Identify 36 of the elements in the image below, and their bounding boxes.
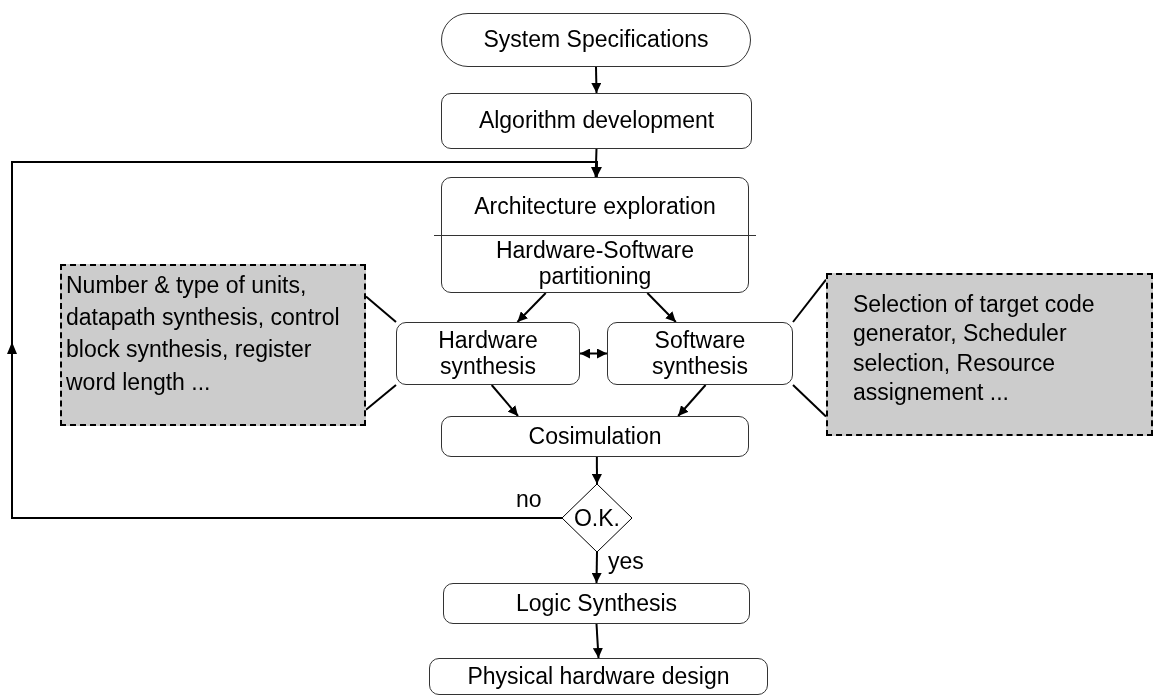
connector-line [365,295,397,323]
process-box [441,416,749,457]
arrow [592,623,603,659]
box-text: Hardware-Software partitioning [434,234,756,292]
note-text: Selection of target code generator, Scheduler selection, Resource assignement ... [853,290,1096,408]
arrow [516,292,547,323]
box-label: Software synthesis [651,328,749,379]
box-label: Algorithm development [478,108,715,134]
connector-line [792,384,827,418]
box-heading: Architecture exploration [473,191,717,221]
note-text: Number & type of units, datapath synthesis, control block synthesis, register word length ... [66,271,341,397]
process-box [429,658,768,695]
box-label: Physical hardware design [467,663,730,690]
arrow [11,161,602,519]
decision-diamond [562,484,632,552]
connector-line [792,278,827,323]
note-box [826,273,1153,436]
box-label: Hardware synthesis [437,328,539,379]
connector-line [365,384,397,411]
terminal-box [441,13,751,67]
process-box [441,93,752,149]
box-label: System Specifications [483,27,709,53]
arrow [591,456,602,485]
process-box [607,322,793,385]
arrow [677,384,707,417]
arrow [646,292,677,323]
process-box [443,583,750,624]
box-label: Logic Synthesis [515,590,678,617]
decision-label: O.K. [574,504,620,532]
process-box [396,322,580,385]
note-box [60,264,366,426]
arrow [591,551,602,584]
arrow [591,66,602,94]
arrow [579,348,608,359]
box-label: Cosimulation [528,423,662,450]
arrow [490,384,519,417]
